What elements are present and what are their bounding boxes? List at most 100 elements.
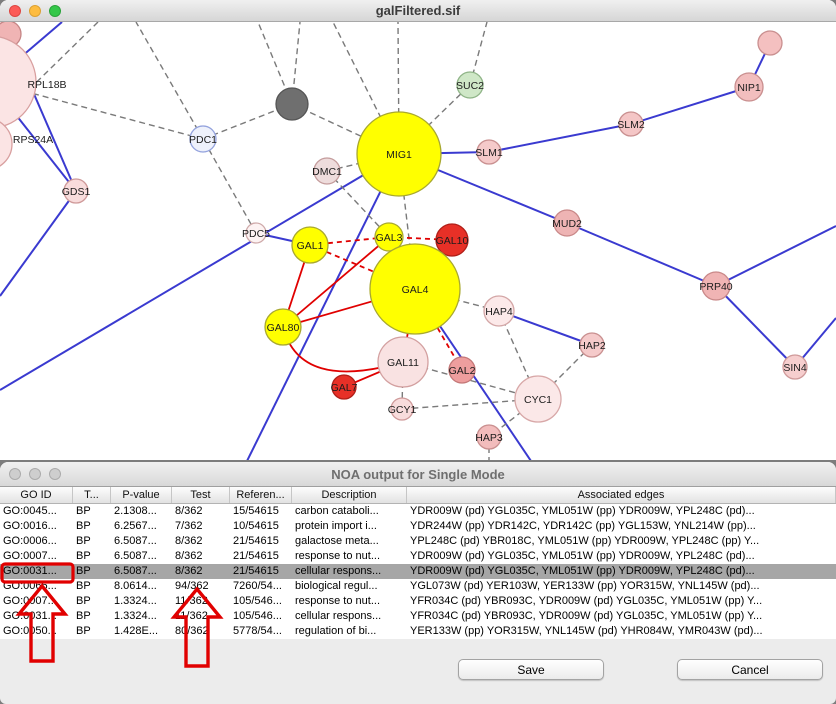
network-edge[interactable] bbox=[488, 123, 632, 153]
node-HAP4[interactable] bbox=[483, 295, 515, 327]
network-edge[interactable] bbox=[282, 236, 390, 328]
node-SLM1[interactable] bbox=[476, 139, 502, 165]
network-edge[interactable] bbox=[0, 153, 400, 391]
node-MIG1[interactable] bbox=[356, 111, 442, 197]
network-edge[interactable] bbox=[135, 22, 204, 140]
column-header-1[interactable]: T... bbox=[73, 487, 111, 503]
minimize-button[interactable] bbox=[29, 468, 41, 480]
node-PDC1[interactable] bbox=[189, 125, 217, 153]
node-label-GAL3: GAL3 bbox=[376, 232, 403, 244]
network-edge[interactable] bbox=[566, 222, 717, 287]
cell-description: protein import i... bbox=[295, 520, 377, 532]
node-PRP40[interactable] bbox=[701, 271, 731, 301]
cell-test: 80/362 bbox=[175, 625, 209, 637]
network-edge[interactable] bbox=[326, 170, 390, 238]
cell-reference: 10/54615 bbox=[233, 520, 279, 532]
node-MUD2[interactable] bbox=[553, 209, 581, 237]
cell-type: BP bbox=[76, 550, 91, 562]
node-PDC5[interactable] bbox=[245, 222, 267, 244]
cell-go_id: GO:0031... bbox=[3, 565, 57, 577]
cell-type: BP bbox=[76, 595, 91, 607]
cell-test: 8/362 bbox=[175, 550, 203, 562]
close-button[interactable] bbox=[9, 4, 21, 17]
node-label-PDC1: PDC1 bbox=[189, 134, 217, 146]
node-SLM2[interactable] bbox=[618, 111, 644, 137]
node-SUC2[interactable] bbox=[456, 71, 484, 99]
network-edge[interactable] bbox=[202, 103, 293, 140]
node-GAL3[interactable] bbox=[374, 222, 404, 252]
cell-type: BP bbox=[76, 580, 91, 592]
network-edge[interactable] bbox=[630, 86, 750, 125]
network-edge[interactable] bbox=[202, 138, 257, 234]
cell-description: cellular respons... bbox=[295, 565, 382, 577]
column-header-5[interactable]: Description bbox=[292, 487, 407, 503]
node-HAP3[interactable] bbox=[476, 424, 502, 450]
node-GAL4[interactable] bbox=[369, 243, 461, 335]
node-GAL7[interactable] bbox=[331, 374, 357, 400]
cell-description: response to nut... bbox=[295, 550, 380, 562]
save-button[interactable]: Save bbox=[458, 659, 604, 680]
minimize-button[interactable] bbox=[29, 4, 41, 17]
node-HAP2[interactable] bbox=[579, 332, 605, 358]
noa-window-titlebar[interactable]: NOA output for Single Mode bbox=[0, 462, 836, 487]
node-SIN4[interactable] bbox=[782, 354, 808, 380]
column-header-4[interactable]: Referen... bbox=[230, 487, 292, 503]
node-DMC1[interactable] bbox=[313, 157, 341, 185]
column-header-3[interactable]: Test bbox=[172, 487, 230, 503]
cell-test: 7/362 bbox=[175, 520, 203, 532]
node-CYC1[interactable] bbox=[514, 375, 562, 423]
cell-edges: YDR009W (pd) YGL035C, YML051W (pp) YDR00… bbox=[410, 565, 755, 577]
cell-edges: YGL073W (pd) YER103W, YER133W (pp) YOR31… bbox=[410, 580, 760, 592]
node-GDS1[interactable] bbox=[63, 178, 89, 204]
close-button[interactable] bbox=[9, 468, 21, 480]
network-window-titlebar[interactable]: galFiltered.sif bbox=[0, 0, 836, 22]
cell-reference: 21/54615 bbox=[233, 550, 279, 562]
cell-test: 94/362 bbox=[175, 580, 209, 592]
network-edge[interactable] bbox=[498, 310, 593, 346]
network-edge[interactable] bbox=[0, 190, 77, 297]
node-GCY1[interactable] bbox=[390, 397, 414, 421]
node-tr-node[interactable] bbox=[757, 30, 783, 56]
node-GAL1[interactable] bbox=[291, 226, 329, 264]
node-GAL10[interactable] bbox=[435, 223, 469, 257]
column-header-2[interactable]: P-value bbox=[111, 487, 172, 503]
cell-description: response to nut... bbox=[295, 595, 380, 607]
node-label-HAP2: HAP2 bbox=[578, 340, 606, 352]
network-edge[interactable] bbox=[715, 225, 836, 287]
node-GAL80[interactable] bbox=[264, 308, 302, 346]
cell-p_value: 6.5087... bbox=[114, 565, 157, 577]
network-edge[interactable] bbox=[398, 84, 471, 155]
cell-reference: 105/546... bbox=[233, 610, 282, 622]
zoom-button[interactable] bbox=[49, 4, 61, 17]
network-edge[interactable] bbox=[715, 285, 796, 368]
node-GAL2[interactable] bbox=[448, 356, 476, 384]
cell-type: BP bbox=[76, 610, 91, 622]
node-GAL11[interactable] bbox=[377, 336, 429, 388]
column-header-6[interactable]: Associated edges bbox=[407, 487, 836, 503]
zoom-button[interactable] bbox=[49, 468, 61, 480]
cancel-button[interactable]: Cancel bbox=[677, 659, 823, 680]
cell-reference: 7260/54... bbox=[233, 580, 282, 592]
node-gray1[interactable] bbox=[275, 87, 309, 121]
node-NIP1[interactable] bbox=[734, 72, 764, 102]
node-RPL18B[interactable] bbox=[0, 36, 37, 128]
network-canvas[interactable]: RPL18BRPS24AGDS1PDC1DMC1MIG1SUC2SLM1SLM2… bbox=[0, 22, 836, 460]
network-edge[interactable] bbox=[414, 288, 463, 371]
cell-p_value: 6.2567... bbox=[114, 520, 157, 532]
node-RPS24A[interactable] bbox=[0, 118, 13, 170]
cell-p_value: 6.5087... bbox=[114, 535, 157, 547]
column-header-0[interactable]: GO ID bbox=[0, 487, 73, 503]
cell-go_id: GO:0050... bbox=[3, 625, 57, 637]
network-edge[interactable] bbox=[246, 153, 400, 460]
node-label-SLM1: SLM1 bbox=[475, 147, 503, 159]
